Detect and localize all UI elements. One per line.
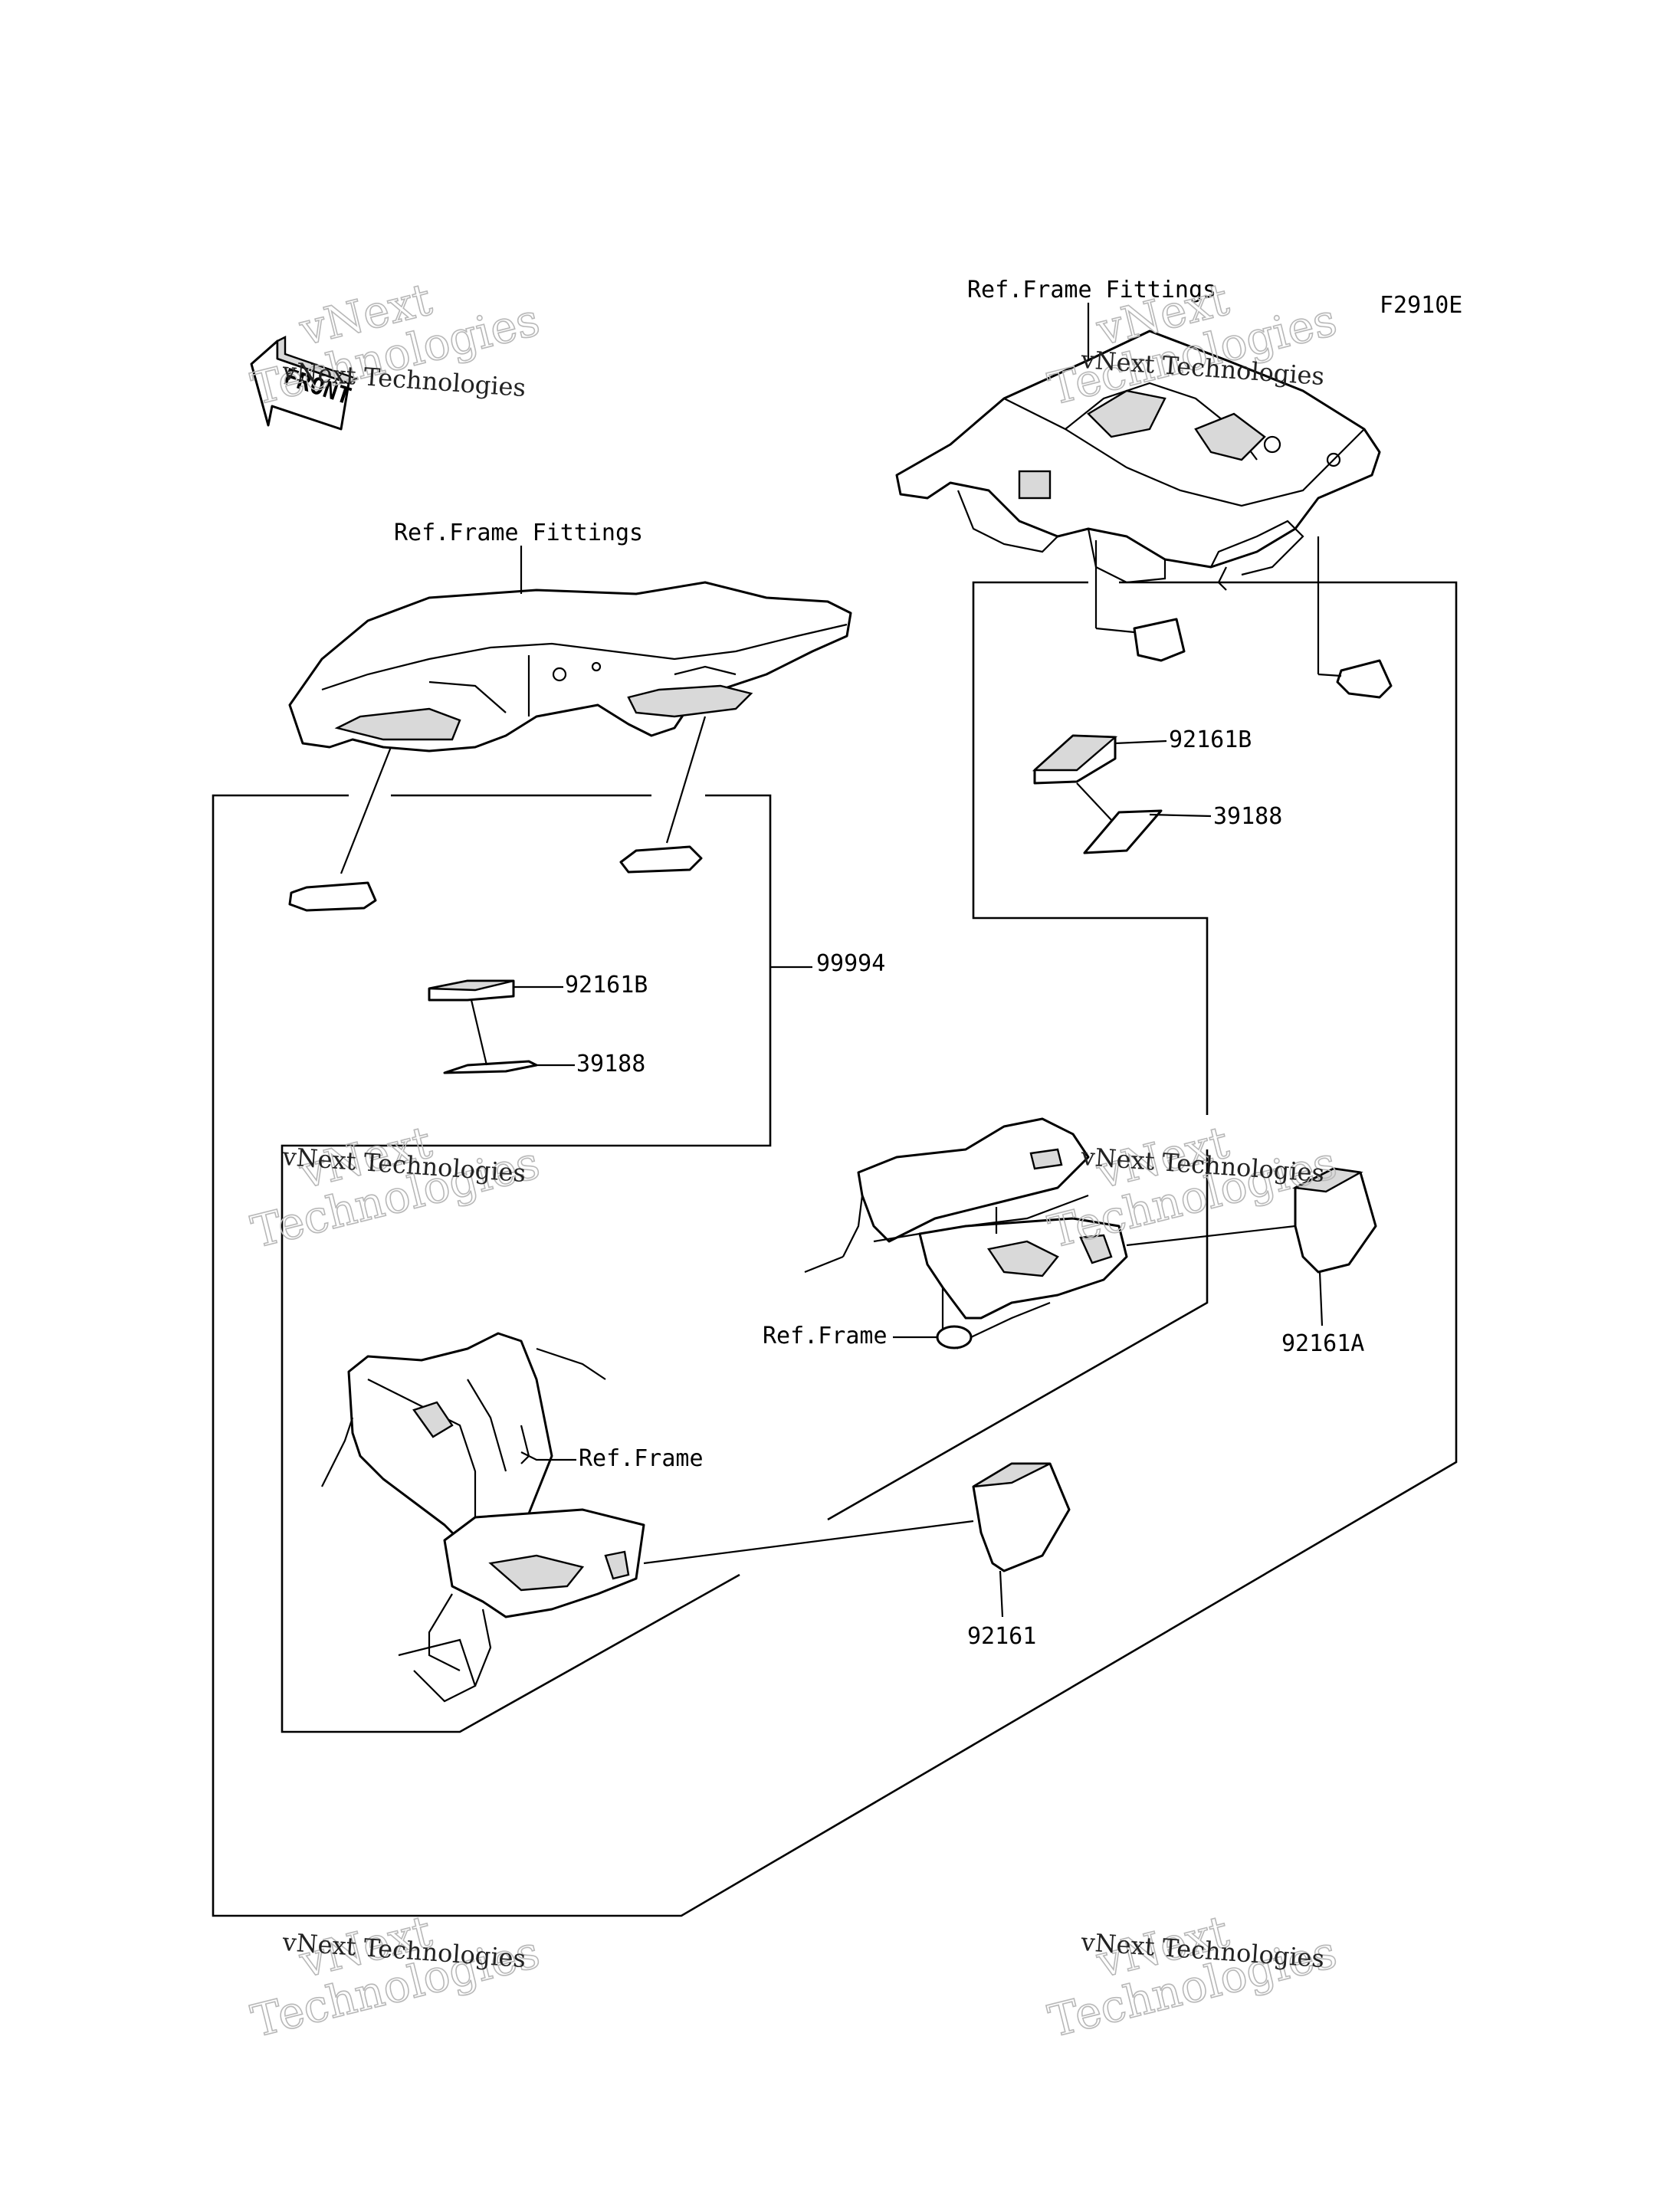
frame-assembly-left [321,1332,645,1703]
label-92161A: 92161A [1281,1330,1364,1357]
ref-frame-label-right: Ref.Frame [763,1323,888,1349]
rubber-block-92161A [1291,1167,1377,1274]
label-39188-right: 39188 [1213,803,1282,830]
ref-frame-fittings-label-right: Ref.Frame Fittings [967,277,1216,303]
figure-code: F2910E [1380,292,1462,319]
pad-left-2 [619,845,703,874]
rubber-block-92161B-left [428,979,515,1002]
pad-right-1 [1133,618,1186,662]
label-92161: 92161 [967,1623,1036,1650]
rubber-block-92161B-right [1032,734,1118,785]
frame-fittings-left [288,581,852,753]
ref-frame-fittings-label-left: Ref.Frame Fittings [394,520,643,546]
pad-right-2 [1336,659,1393,699]
frame-assembly-right [804,1117,1128,1349]
sheet-39188-right [1083,809,1163,854]
outer-box-right [972,581,1209,1115]
rubber-block-92161 [972,1462,1071,1572]
label-99994: 99994 [816,950,885,977]
label-39188-left: 39188 [576,1051,645,1077]
label-92161B-right: 92161B [1169,726,1252,753]
sheet-39188-left [443,1060,538,1074]
frame-fittings-right [895,330,1381,591]
label-92161B-left: 92161B [565,972,648,998]
ref-frame-label-left: Ref.Frame [579,1445,704,1472]
pad-left-1 [288,881,377,912]
